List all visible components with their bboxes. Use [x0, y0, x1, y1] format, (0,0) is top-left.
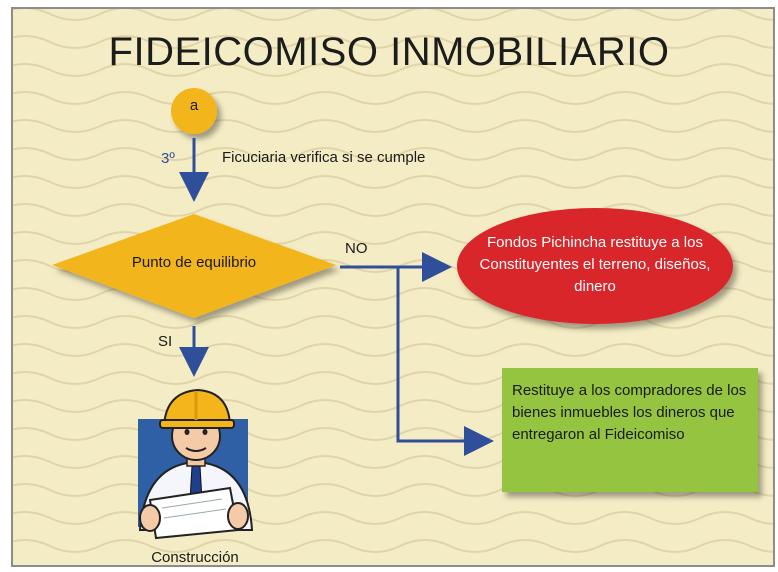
- start-node-label: a: [189, 97, 199, 114]
- start-node-circle: [171, 88, 217, 134]
- decision-label: Punto de equilibrio: [131, 254, 257, 271]
- refund-outcome-box: [502, 368, 758, 492]
- page-title: FIDEICOMISO INMOBILIARIO: [108, 30, 670, 74]
- step-text: Ficuciaria verifica si se cumple: [222, 149, 426, 166]
- construction-worker-icon: [138, 388, 254, 540]
- construction-label: Construcción: [151, 549, 239, 566]
- refund-outcome-text: Restituye a los compradores de los biene…: [512, 382, 747, 443]
- no-branch-label: NO: [345, 240, 368, 257]
- yes-branch-label: SI: [158, 333, 173, 350]
- refund-branch-line: [396, 267, 494, 456]
- no-outcome-oval: [457, 208, 733, 324]
- no-outcome-text: Fondos Pichincha restituye a los Constit…: [479, 234, 711, 295]
- step-number: 3º: [161, 150, 175, 167]
- diagram-border: [11, 7, 775, 567]
- decision-diamond: [52, 214, 336, 318]
